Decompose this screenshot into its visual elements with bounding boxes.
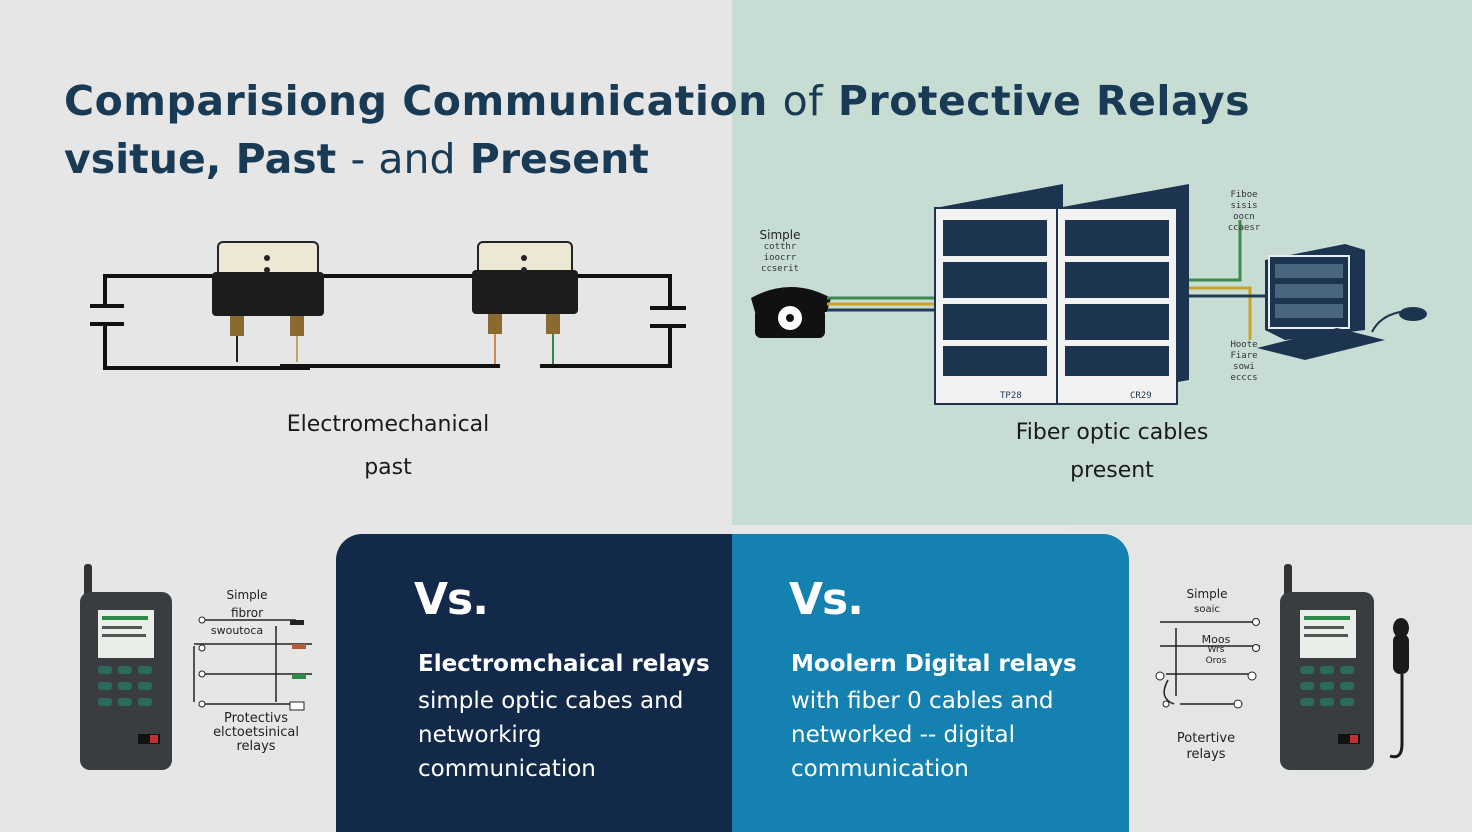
handset-icon (1389, 618, 1409, 759)
computer-icon (1257, 244, 1427, 360)
fiber-label-bottom: Hoote Fiare sowi ecccs (1230, 340, 1258, 383)
fiber-network-illustration: TP28 CR29 (751, 184, 1427, 405)
title-part-5: - and (350, 135, 456, 183)
panel-right-line-3: communication (791, 756, 969, 782)
server-rack-2: CR29 (1056, 184, 1189, 405)
telephone-icon (751, 287, 831, 338)
present-caption-title: Fiber optic cables (1015, 420, 1209, 445)
handheld-device-left (80, 564, 312, 770)
bottom-left-label-1: Simple (226, 588, 268, 602)
title-part-2: of (782, 77, 824, 125)
title-part-6: Present (469, 135, 649, 183)
phone-label: Simple cotthr ioocrr ccserit (759, 228, 801, 274)
present-caption-label: present (1070, 458, 1154, 483)
panel-left-line-3: communication (418, 756, 596, 782)
comparison-panel-present (732, 534, 1129, 832)
title-part-4: vsitue, Past (64, 135, 337, 183)
bottom-left-label-3: swoutoca (210, 624, 264, 637)
page-title: Comparisiong Communication of Protective… (64, 72, 1250, 188)
electromechanical-circuit-illustration (90, 241, 686, 370)
comparison-panel-past (336, 534, 732, 832)
fiber-label-top: Fiboe sisis oocn ccaesr (1227, 190, 1261, 233)
bottom-right-mid-labels: Moos Wrs Oros (1201, 633, 1231, 666)
panel-right-heading: Moolern Digital relays (791, 651, 1077, 677)
server-rack-1: TP28 (934, 184, 1063, 405)
vs-label-left: Vs. (414, 574, 489, 625)
rack-tag-1: TP28 (1000, 391, 1022, 401)
bottom-left-footer: Protectivs elctoetsinical relays (213, 711, 299, 754)
rack-tag-2: CR29 (1130, 391, 1152, 401)
bottom-left-label-2: fibror (230, 606, 264, 620)
panel-left-heading: Electromchaical relays (418, 651, 710, 677)
past-caption-label: past (364, 455, 412, 480)
bottom-right-footer: Potertive relays (1176, 731, 1236, 762)
vs-label-right: Vs. (789, 574, 864, 625)
past-caption-title: Electromechanical (286, 412, 490, 437)
handheld-device-right (1155, 564, 1409, 770)
title-part-1: Comparisiong Communication (64, 77, 768, 125)
bottom-right-label-2: soaic (1194, 604, 1220, 615)
title-part-3: Protective Relays (837, 77, 1250, 125)
panel-left-line-2: networkirg (418, 722, 542, 748)
bottom-right-label-1: Simple (1186, 587, 1228, 601)
panel-left-line-1: simple optic cabes and (418, 688, 684, 714)
panel-right-line-1: with fiber 0 cables and (791, 688, 1054, 714)
panel-right-line-2: networked -- digital (791, 722, 1016, 748)
